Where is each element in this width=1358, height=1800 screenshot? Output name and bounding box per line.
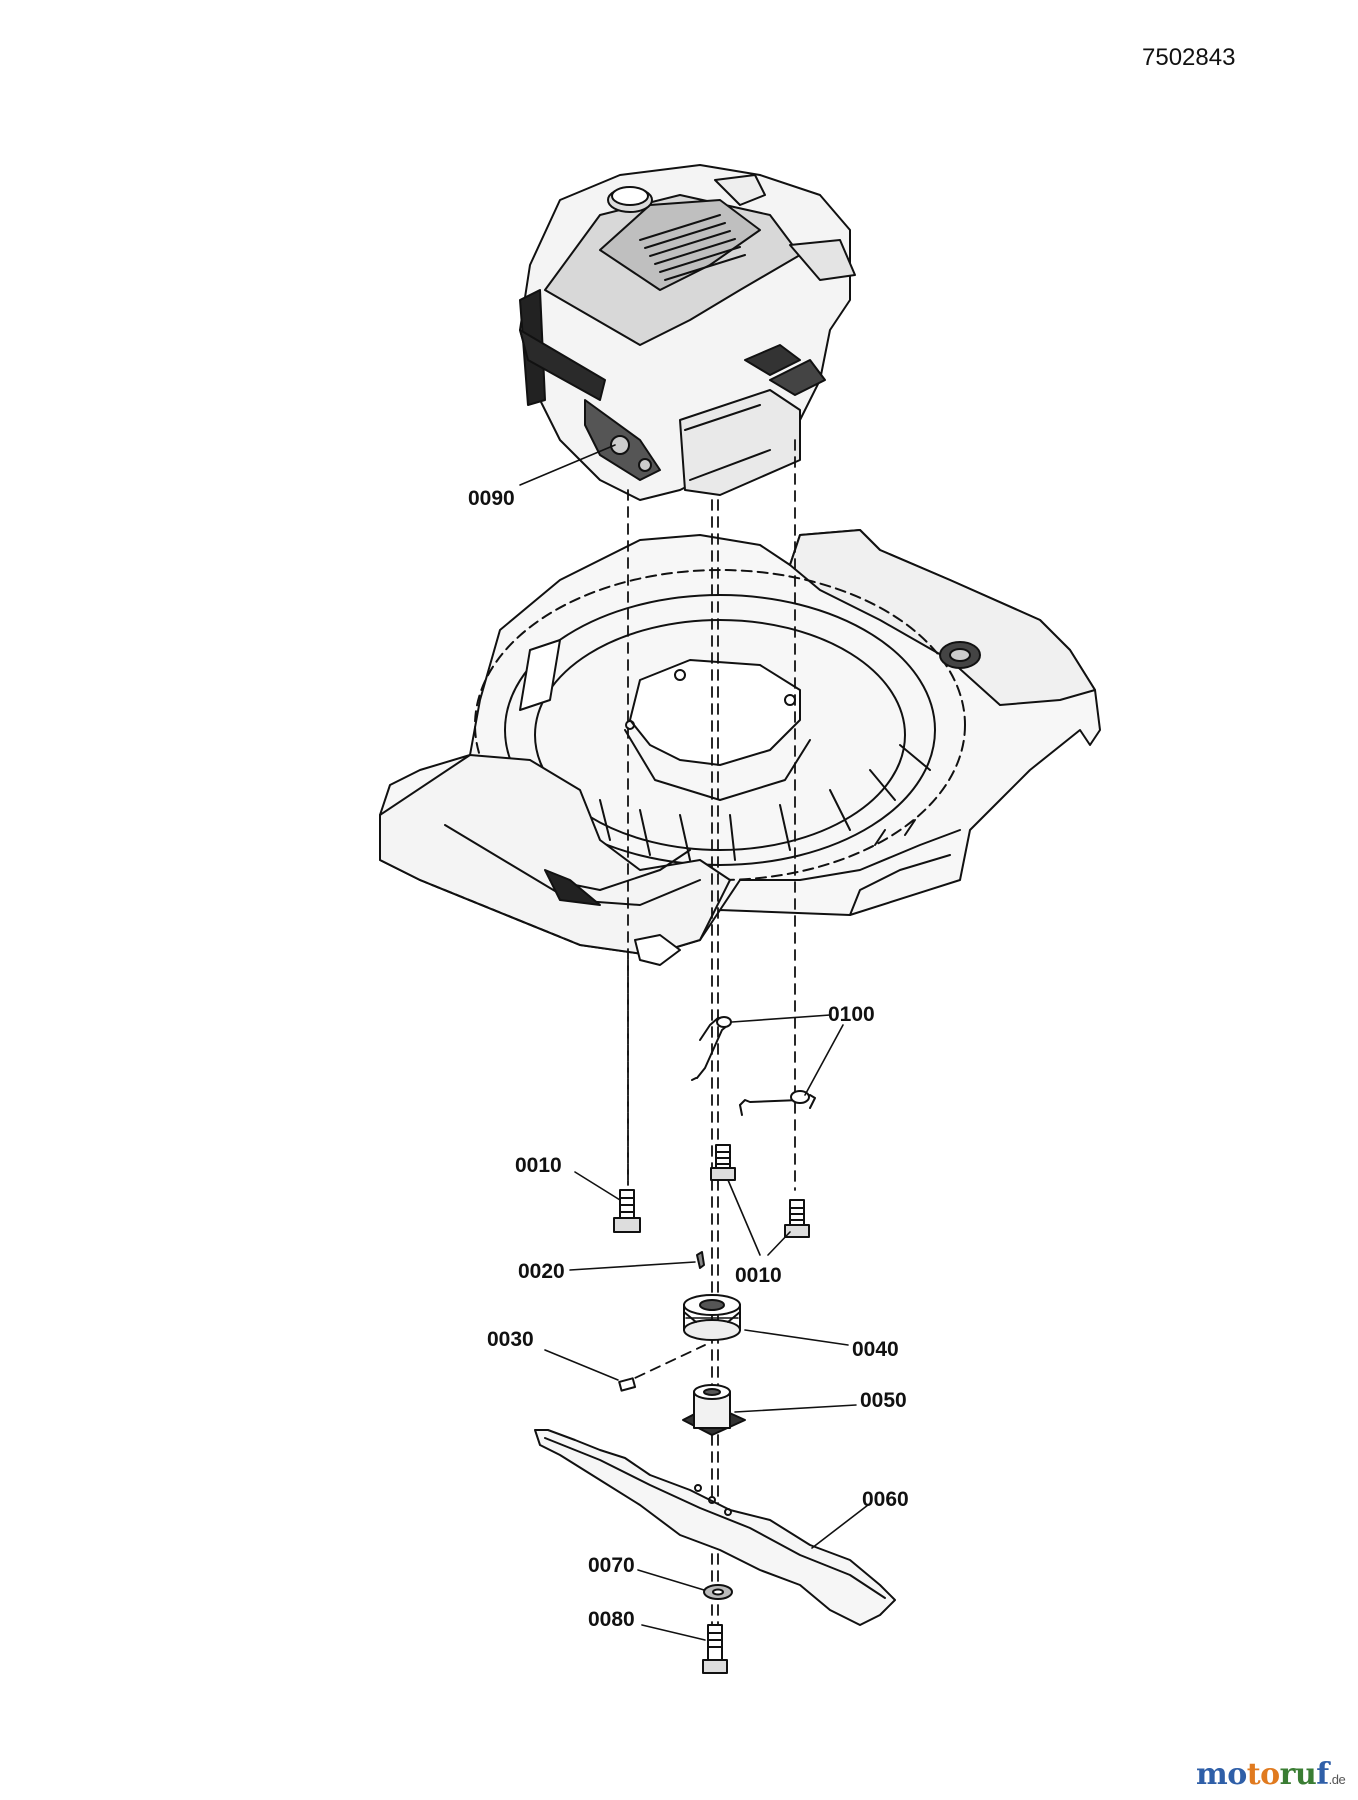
- washer: [703, 1584, 733, 1600]
- label-engine: 0090: [468, 487, 515, 510]
- adapter: [682, 1384, 746, 1436]
- label-key: 0020: [518, 1260, 565, 1283]
- pin: [618, 1377, 637, 1392]
- label-wire-clips: 0100: [828, 1003, 875, 1026]
- label-pin: 0030: [487, 1328, 534, 1351]
- label-pulley: 0040: [852, 1338, 899, 1361]
- blade-bolt: [702, 1624, 728, 1674]
- key: [696, 1251, 705, 1269]
- alignment-lines: [619, 439, 796, 1656]
- mower-deck: [379, 529, 1101, 966]
- label-blade-bolt: 0080: [588, 1608, 635, 1631]
- label-bolt-left: 0010: [515, 1154, 562, 1177]
- bolt-left: [613, 1189, 641, 1233]
- blade: [534, 1429, 896, 1626]
- engine: [519, 164, 856, 501]
- label-bolts-right: 0010: [735, 1264, 782, 1287]
- label-blade: 0060: [862, 1488, 909, 1511]
- pulley: [683, 1294, 741, 1341]
- label-adapter: 0050: [860, 1389, 907, 1412]
- leader-lines: [519, 444, 869, 1641]
- watermark-logo: motoruf.de: [1196, 1757, 1346, 1792]
- document-number: 7502843: [1142, 44, 1236, 71]
- bolts-right: [710, 1144, 810, 1238]
- label-washer: 0070: [588, 1554, 635, 1577]
- wire-clips: [691, 1016, 816, 1116]
